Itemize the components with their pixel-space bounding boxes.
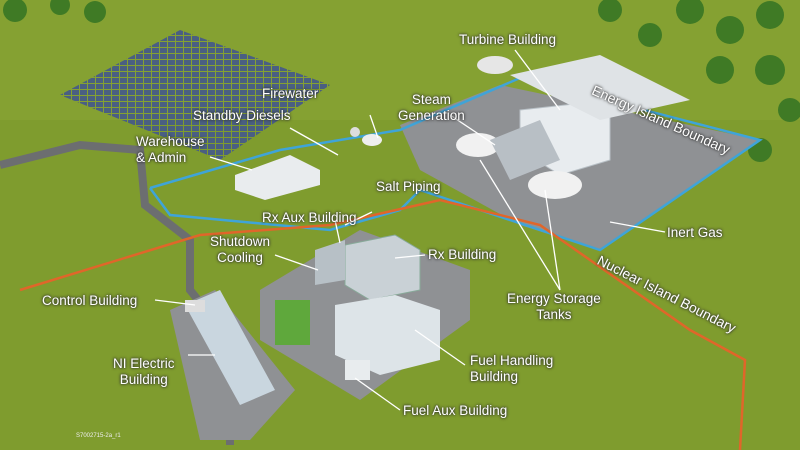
label-control-building: Control Building (42, 293, 138, 308)
label-shutdown-cooling: Shutdown Cooling (210, 234, 271, 265)
fuel-aux-shape (345, 360, 370, 380)
label-standby-diesels: Standby Diesels (193, 108, 291, 123)
label-fuel-handling-building: Fuel Handling Building (470, 353, 554, 384)
green-area (275, 300, 310, 345)
rx-aux-shape (315, 240, 345, 285)
label-energy-storage-tanks: Energy Storage Tanks (507, 291, 601, 322)
leader-lines (154, 49, 666, 411)
label-inert-gas: Inert Gas (667, 225, 723, 240)
trees (3, 0, 800, 162)
label-fuel-aux-building: Fuel Aux Building (403, 403, 508, 418)
label-rx-building: Rx Building (428, 247, 497, 262)
nuclear-island-boundary-line (19, 198, 747, 450)
label-steam-generation: Steam Generation (398, 92, 465, 123)
label-warehouse-admin: Warehouse & Admin (136, 134, 205, 165)
energy-storage-tank-2 (528, 171, 582, 199)
label-rx-aux-building: Rx Aux Building (262, 210, 357, 225)
label-ni-electric-building: NI Electric Building (113, 356, 175, 387)
cooling-array-shape (510, 55, 690, 120)
control-building-shape (185, 300, 205, 312)
steam-generation-shape (490, 120, 560, 180)
label-turbine-building: Turbine Building (459, 32, 557, 47)
label-salt-piping: Salt Piping (376, 179, 441, 194)
warehouse-shape (235, 155, 320, 200)
tank-shape (477, 56, 513, 74)
fuel-handling-shape (335, 295, 440, 375)
energy-island-boundary-line (148, 76, 763, 252)
solar-field (60, 30, 330, 160)
rx-building-shape (344, 234, 421, 301)
label-firewater: Firewater (262, 86, 319, 101)
energy-storage-tank-1 (456, 133, 500, 157)
ni-electric-shape (185, 290, 275, 405)
image-reference-code: S7002715-2a_r1 (76, 433, 121, 439)
